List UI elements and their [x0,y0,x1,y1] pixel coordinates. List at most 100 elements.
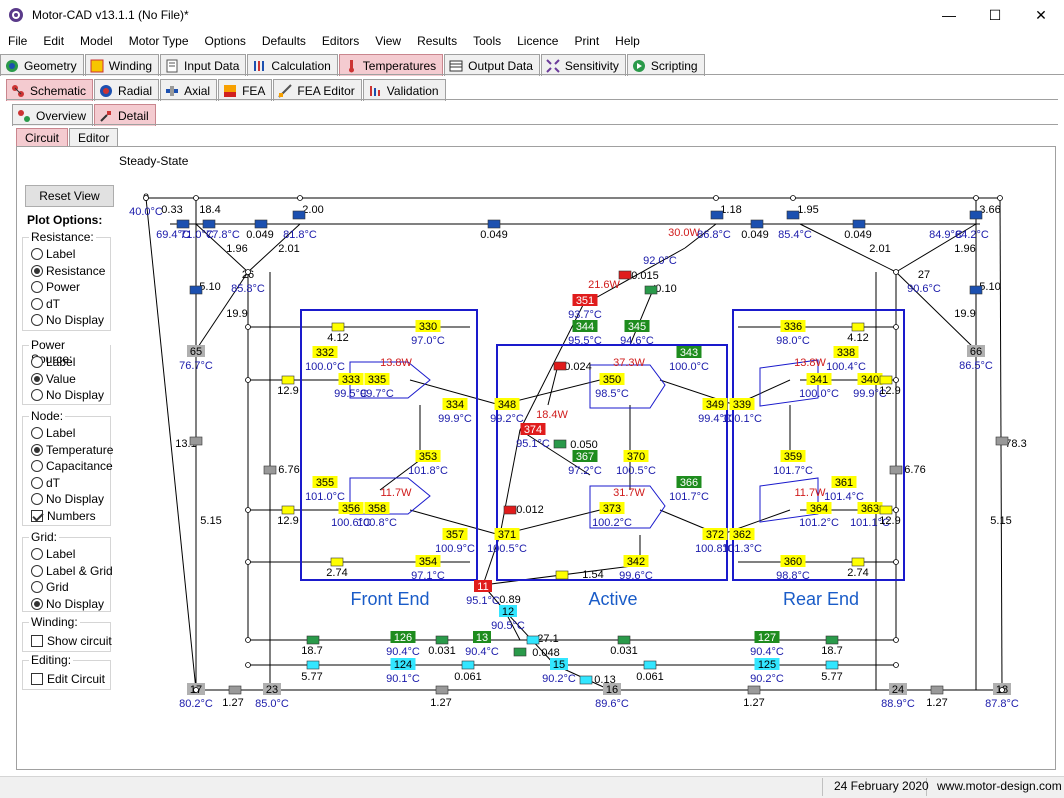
menu-help[interactable]: Help [615,34,640,48]
radio-value[interactable]: Value [31,372,76,386]
tab-label: Sensitivity [564,58,619,73]
menu-results[interactable]: Results [417,34,458,48]
status-separator [926,778,927,796]
tab-geometry[interactable]: Geometry [0,54,84,76]
radio-button-icon[interactable] [31,314,43,326]
tab-label: Overview [36,108,87,123]
menu-print[interactable]: Print [574,34,600,48]
radio-no-display[interactable]: No Display [31,492,104,506]
radio-label[interactable]: Label [31,247,75,261]
radio-capacitance[interactable]: Capacitance [31,459,113,473]
show-circuit-checkbox[interactable]: Show circuit [31,634,112,648]
tab-divider [12,124,1058,125]
edit-circuit-check-icon[interactable] [31,673,43,685]
tab-label: Circuit [25,131,60,145]
menu-options[interactable]: Options [204,34,246,48]
tab-validation[interactable]: Validation [362,79,446,101]
tab-overview[interactable]: Overview [12,104,94,126]
radio-button-icon[interactable] [31,548,43,560]
radio-dt[interactable]: dT [31,476,60,490]
tab-schematic[interactable]: Schematic [6,79,94,101]
reset-view-button[interactable]: Reset View [25,185,114,207]
winding-group: Winding: Show circuit [22,615,112,652]
radio-resistance[interactable]: Resistance [31,264,105,278]
menu-edit[interactable]: Edit [43,34,65,48]
radio-button-icon[interactable] [31,564,43,577]
radio-no-display[interactable]: No Display [31,597,104,611]
minimize-button[interactable]: — [942,7,956,23]
close-button[interactable]: ✕ [1035,6,1047,23]
radio-button-icon[interactable] [31,427,43,439]
tab-label: Validation [386,83,439,98]
radio-label[interactable]: Label [31,355,75,369]
radio-label[interactable]: Label [31,426,75,440]
numbers-checkbox[interactable]: Numbers [31,509,96,523]
tab-axial[interactable]: Axial [160,79,218,101]
radio-label[interactable]: Label [31,547,75,561]
radio-button-icon[interactable] [31,297,43,310]
schematic-icon [10,83,26,99]
menu-tools[interactable]: Tools [473,34,502,48]
menu-file[interactable]: File [8,34,28,48]
tab-scripting[interactable]: Scripting [626,54,705,76]
tab-winding[interactable]: Winding [84,54,160,76]
show-circuit-check-icon[interactable] [31,635,43,647]
menu-defaults[interactable]: Defaults [261,34,306,48]
editing-group: Editing: Edit Circuit [22,653,111,690]
tab-radial[interactable]: Radial [94,79,160,101]
radio-label-grid[interactable]: Label & Grid [31,564,113,578]
radio-no-display[interactable]: No Display [31,313,104,327]
radio-button-icon[interactable] [31,476,43,489]
radio-label: Label [46,547,76,561]
menu-licence[interactable]: Licence [517,34,559,48]
tab-label: FEA [242,83,266,98]
status-bar [0,776,1064,798]
maximize-button[interactable]: ☐ [988,6,1002,23]
numbers-label: Numbers [47,509,96,523]
radio-label: No Display [46,596,105,611]
fea-icon [222,83,238,99]
radio-button-icon[interactable] [31,356,43,368]
radio-button-icon[interactable] [31,460,43,472]
radio-button-icon[interactable] [31,597,43,610]
tab-editor[interactable]: Editor [69,128,119,147]
tab-sensitivity[interactable]: Sensitivity [540,54,626,76]
radio-button-icon[interactable] [31,372,43,385]
radio-button-icon[interactable] [31,248,43,260]
tab-calculation[interactable]: Calculation [247,54,338,76]
tab-divider [6,99,1058,100]
radio-label: Label [46,247,76,261]
output-data-icon [448,58,464,74]
tab-output-data[interactable]: Output Data [444,54,540,76]
tab-circuit[interactable]: Circuit [16,128,69,147]
analysis-mode-label: Steady-State [119,154,189,168]
tab-fea[interactable]: FEA [218,79,273,101]
numbers-check-icon[interactable] [31,510,43,522]
radio-dt[interactable]: dT [31,297,60,311]
radio-button-icon[interactable] [31,493,43,505]
radio-button-icon[interactable] [31,443,43,456]
window-title: Motor-CAD v13.1.1 (No File)* [32,8,189,22]
validation-icon [367,83,383,99]
radio-button-icon[interactable] [31,281,43,293]
radio-power[interactable]: Power [31,280,80,294]
tab-detail[interactable]: Detail [94,104,156,126]
menu-view[interactable]: View [375,34,402,48]
radio-no-display[interactable]: No Display [31,388,104,402]
sensitivity-icon [545,58,561,74]
menu-model[interactable]: Model [80,34,113,48]
radio-button-icon[interactable] [31,581,43,593]
menu-editors[interactable]: Editors [321,34,360,48]
tab-input-data[interactable]: Input Data [160,54,247,76]
overview-icon [16,108,32,124]
menu-motor-type[interactable]: Motor Type [128,34,189,48]
tab-temperatures[interactable]: Temperatures [338,54,444,76]
radio-temperature[interactable]: Temperature [31,443,113,457]
radio-button-icon[interactable] [31,264,43,277]
radio-button-icon[interactable] [31,389,43,401]
tab-label: Radial [118,83,153,98]
tab-fea-editor[interactable]: FEA Editor [273,79,362,101]
tab-label: Geometry [24,58,77,73]
edit-circuit-checkbox[interactable]: Edit Circuit [31,672,105,686]
radio-grid[interactable]: Grid [31,580,69,594]
